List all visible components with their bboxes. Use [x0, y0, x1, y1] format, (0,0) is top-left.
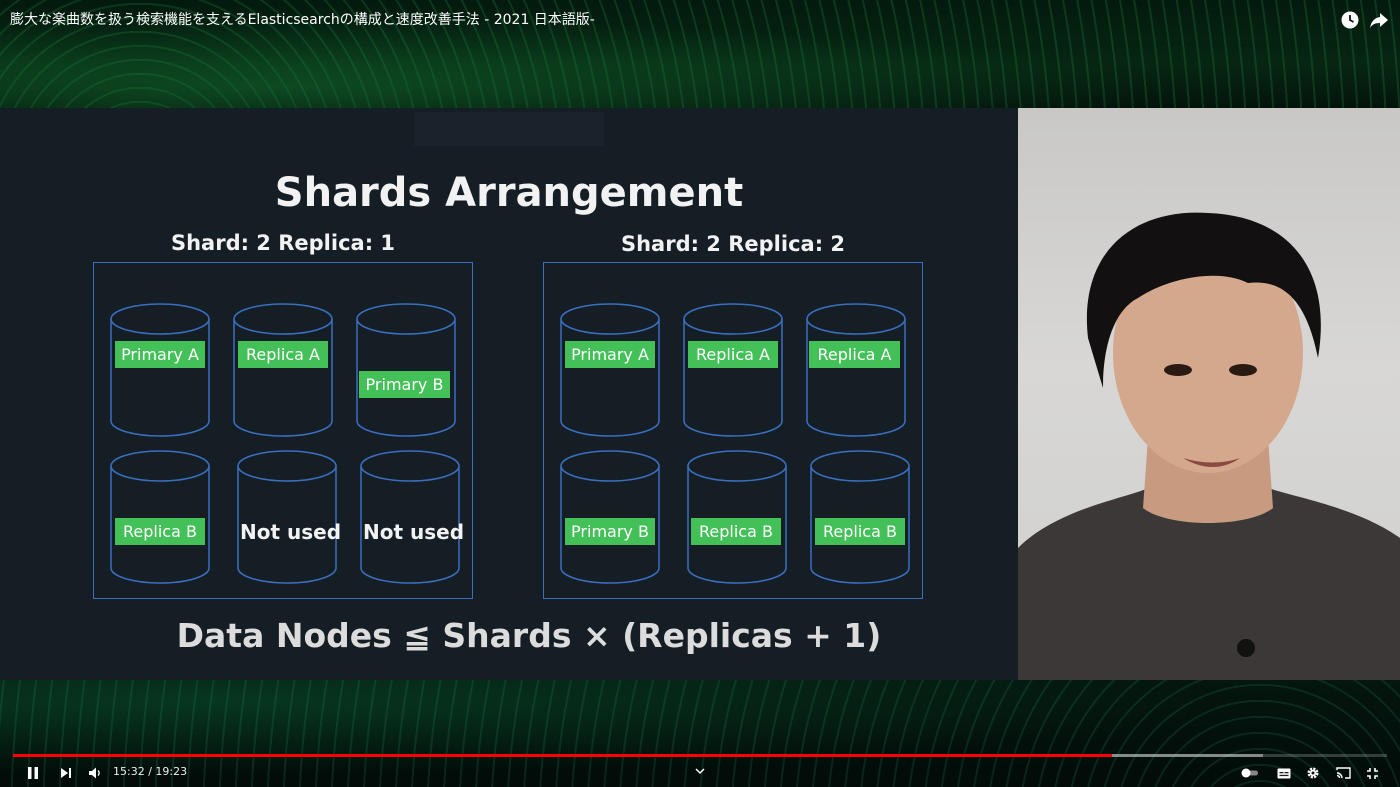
- cylinder-icon: [687, 450, 787, 584]
- progress-played: [13, 754, 1113, 757]
- cylinder-icon: [806, 303, 906, 437]
- shard-label: Primary A: [115, 341, 205, 368]
- pause-icon: [28, 767, 38, 779]
- cylinder-icon: [560, 303, 660, 437]
- cylinder-icon: [360, 450, 460, 584]
- presenter-silhouette: [1018, 212, 1400, 680]
- header-background: [0, 0, 1400, 108]
- shard-label: Replica B: [815, 518, 905, 545]
- exit-fullscreen-icon: [1366, 767, 1378, 779]
- data-node-cylinder: Replica A: [683, 303, 783, 441]
- video-title[interactable]: 膨大な楽曲数を扱う検索機能を支えるElasticsearchの構成と速度改善手法…: [10, 12, 595, 28]
- cylinder-icon: [560, 450, 660, 584]
- next-icon: [61, 768, 71, 778]
- cylinder-icon: [356, 303, 456, 437]
- data-node-cylinder: Primary A: [560, 303, 660, 441]
- subtitles-button[interactable]: [1274, 762, 1294, 784]
- group-label-right: Shard: 2 Replica: 2: [620, 232, 846, 256]
- formula-text: Data Nodes ≦ Shards × (Replicas + 1): [176, 616, 882, 655]
- slide-title: Shards Arrangement: [274, 170, 744, 216]
- cylinder-icon: [110, 450, 210, 584]
- settings-button[interactable]: [1303, 762, 1323, 784]
- shard-label: Replica A: [688, 341, 778, 368]
- not-used-label: Not used: [363, 520, 465, 544]
- autoplay-toggle-icon: [1241, 768, 1258, 778]
- data-node-cylinder: Primary B: [560, 450, 660, 588]
- shard-label: Primary B: [565, 518, 655, 545]
- next-button[interactable]: [56, 762, 76, 784]
- data-node-cylinder: Primary A: [110, 303, 210, 441]
- subtitles-icon: [1277, 768, 1291, 778]
- exit-fullscreen-button[interactable]: [1362, 762, 1382, 784]
- clock-icon[interactable]: [1340, 10, 1360, 30]
- progress-bar[interactable]: [13, 754, 1387, 757]
- share-arrow-icon[interactable]: [1369, 10, 1389, 30]
- data-node-cylinder: Replica A: [233, 303, 333, 441]
- autoplay-toggle[interactable]: [1240, 762, 1260, 784]
- volume-button[interactable]: [85, 762, 105, 784]
- presentation-slide: Shards Arrangement Shard: 2 Replica: 1 S…: [0, 108, 1018, 680]
- shard-label: Replica A: [809, 341, 900, 368]
- footer-background: [0, 680, 1400, 787]
- cylinder-icon: [683, 303, 783, 437]
- group-label-left: Shard: 2 Replica: 1: [170, 231, 396, 255]
- data-node-cylinder: Replica B: [810, 450, 910, 588]
- time-display: 15:32 / 19:23: [113, 765, 188, 778]
- slide-tab-artifact: [414, 112, 604, 146]
- data-node-cylinder: Not used: [360, 450, 464, 588]
- chapters-button[interactable]: [692, 760, 708, 782]
- data-node-cylinder: Primary B: [356, 303, 456, 441]
- shard-label: Replica B: [115, 518, 205, 545]
- shard-label: Primary A: [565, 341, 655, 368]
- shard-label: Replica A: [238, 341, 328, 368]
- not-used-label: Not used: [240, 520, 342, 544]
- shard-label: Primary B: [359, 371, 450, 398]
- chevron-down-icon: [695, 768, 705, 775]
- cylinder-icon: [237, 450, 337, 584]
- cylinder-icon: [810, 450, 910, 584]
- volume-icon: [89, 767, 100, 779]
- cast-icon: [1335, 767, 1351, 779]
- cylinder-icon: [233, 303, 333, 437]
- presenter-video: [1018, 108, 1400, 680]
- gear-icon: [1307, 767, 1319, 779]
- data-node-cylinder: Replica B: [110, 450, 210, 588]
- cast-button[interactable]: [1333, 762, 1353, 784]
- data-node-cylinder: Replica B: [687, 450, 787, 588]
- cylinder-icon: [110, 303, 210, 437]
- cluster-box-left: Primary A Replica A Primary B Replica B …: [93, 262, 473, 599]
- cluster-box-right: Primary A Replica A Replica A Primary B …: [543, 262, 923, 599]
- data-node-cylinder: Not used: [237, 450, 341, 588]
- shard-label: Replica B: [691, 518, 781, 545]
- data-node-cylinder: Replica A: [806, 303, 906, 441]
- pause-button[interactable]: [22, 762, 44, 784]
